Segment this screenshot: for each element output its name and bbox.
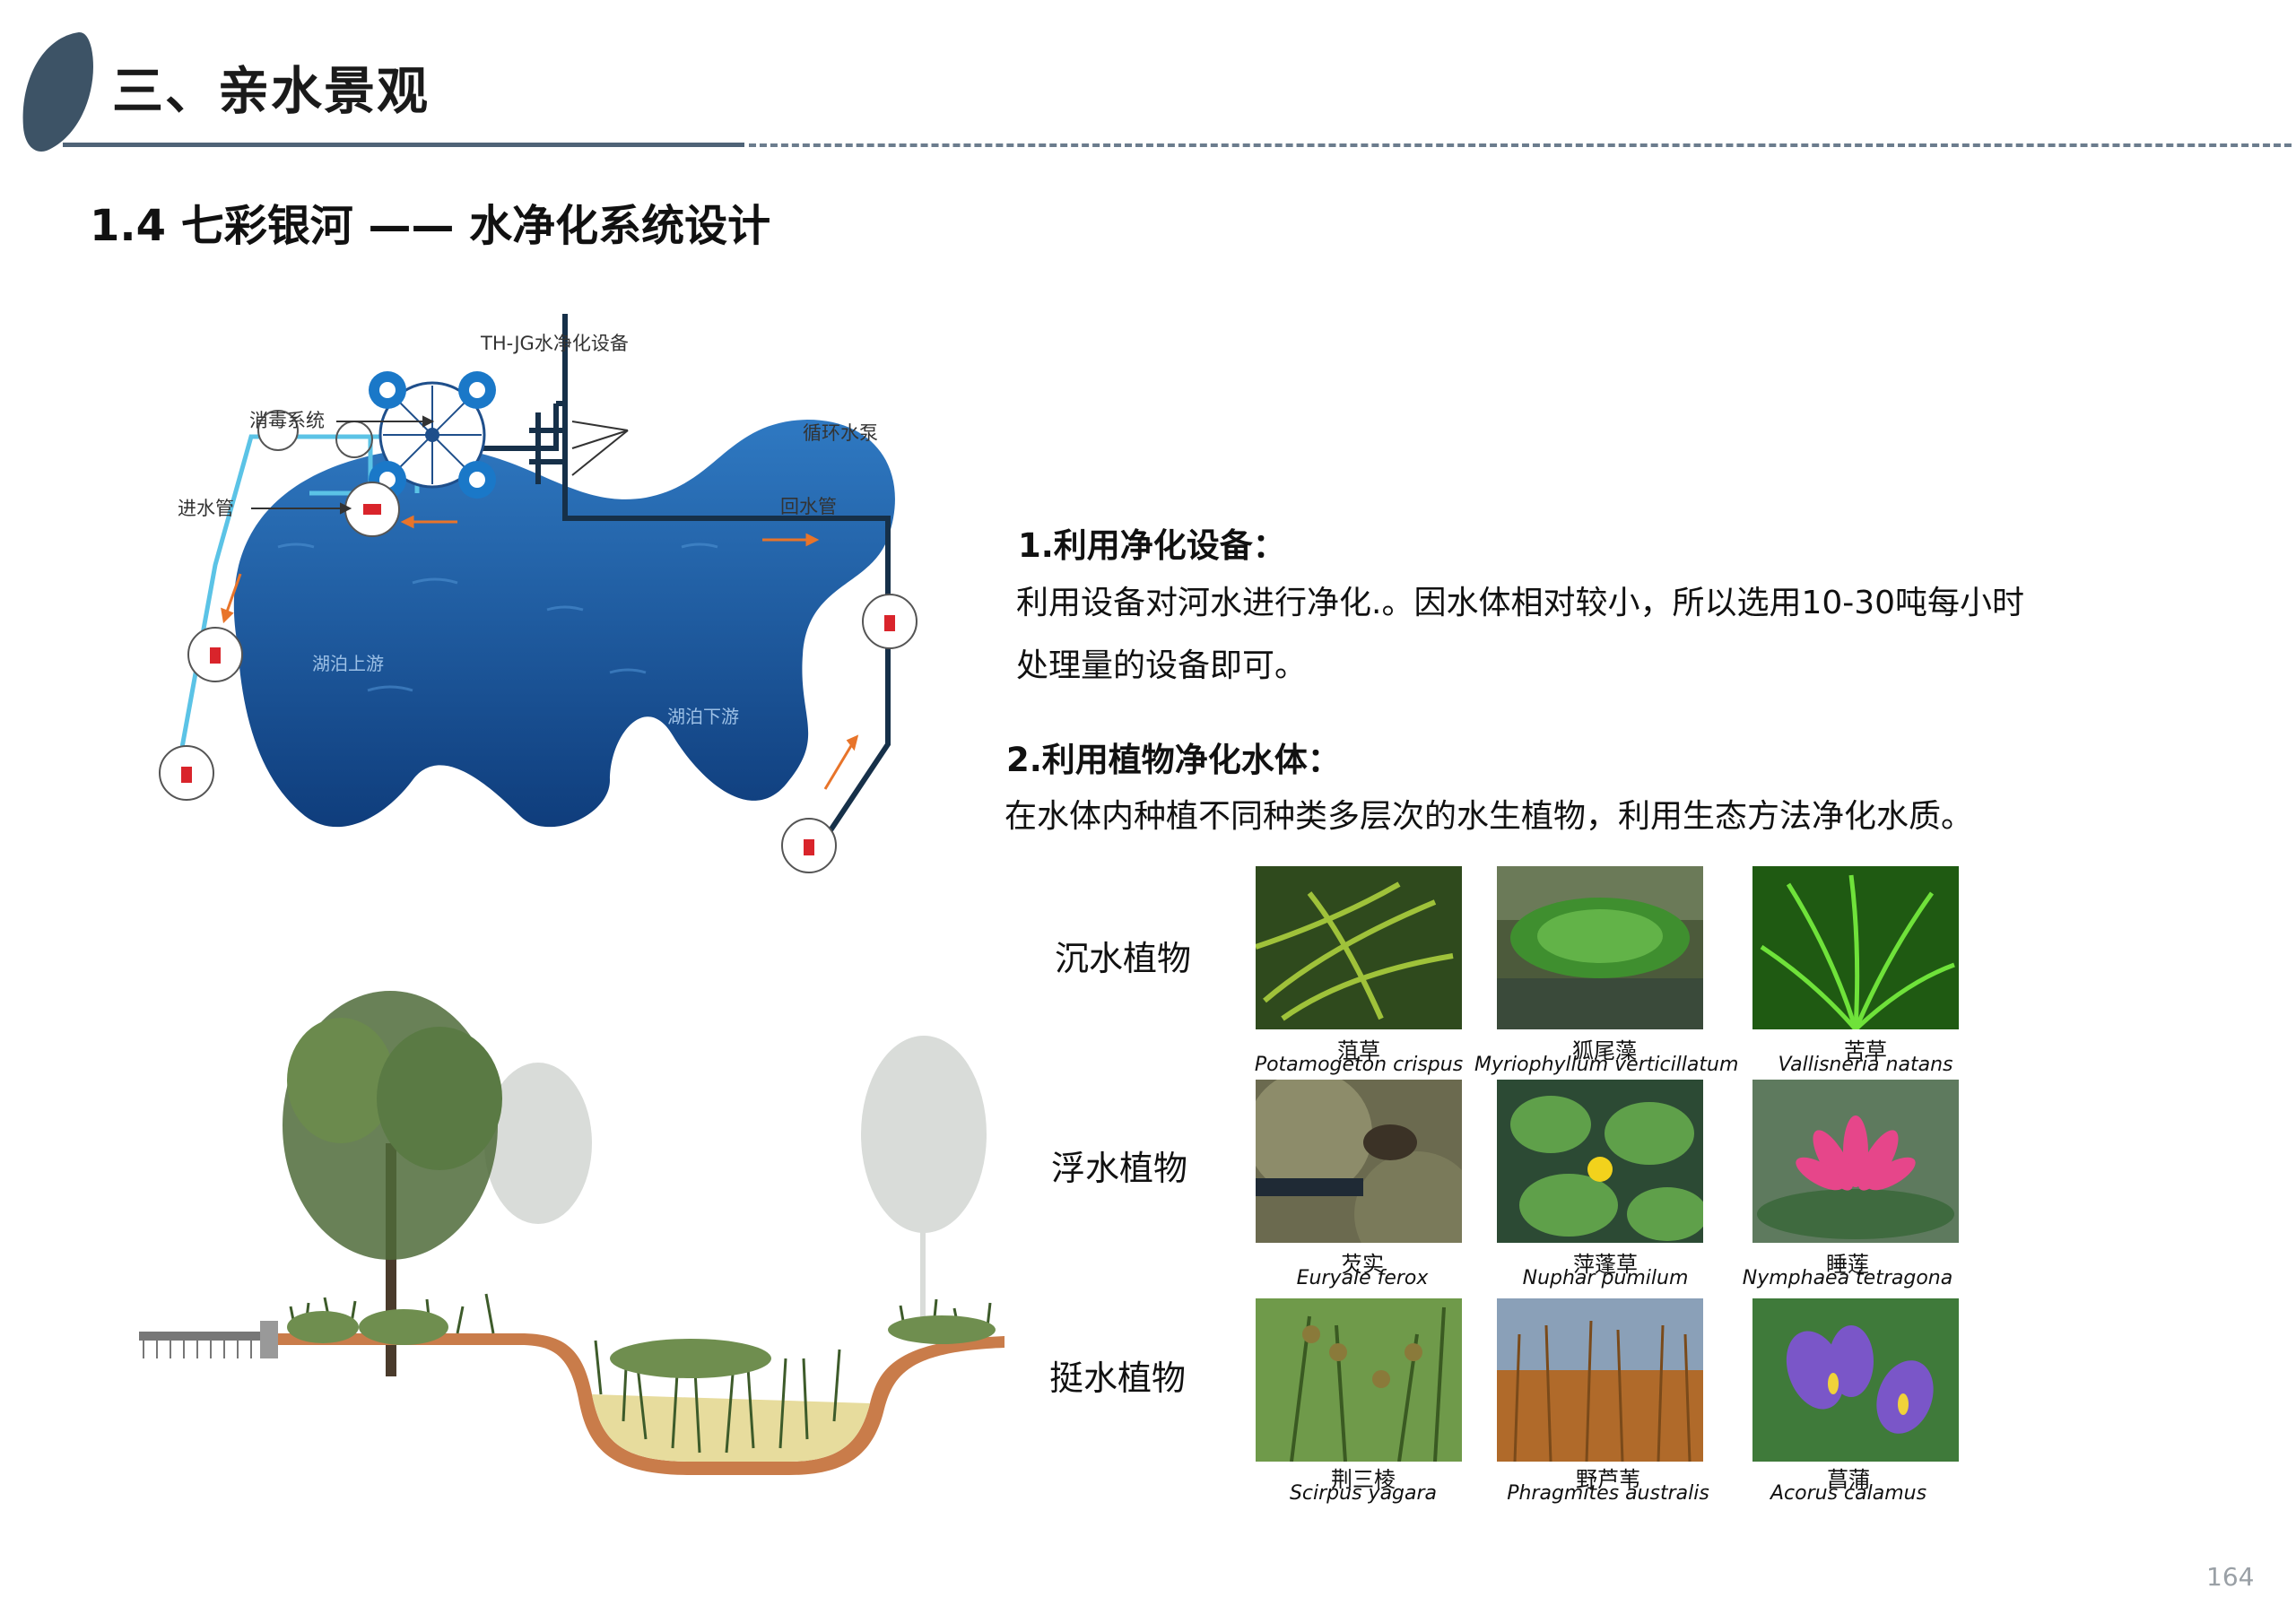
disinfection-label: 消毒系统 — [249, 410, 325, 431]
plant-latin-name: Myriophyllum verticillatum — [1474, 1054, 1739, 1076]
plant-photo — [1752, 1080, 1959, 1243]
plant-name: 菖蒲 — [1827, 1467, 1870, 1492]
plant-latin-name: Nymphaea tetragona — [1742, 1267, 1953, 1289]
plant-latin-name: Vallisneria natans — [1778, 1054, 1953, 1076]
plant-group-label: 沉水植物 — [1055, 939, 1192, 978]
purifier-unit — [369, 371, 496, 499]
plant-photo — [1752, 1298, 1959, 1462]
inlet-label: 进水管 — [178, 498, 234, 519]
header-divider-dashed — [749, 143, 2292, 147]
purification-diagram: 湖泊上游 湖泊下游 — [159, 314, 918, 873]
section-subtitle: 1.4 七彩银河 —— 水净化系统设计 — [90, 201, 771, 251]
plant-latin-name: Euryale ferox — [1296, 1267, 1429, 1289]
page-title: 三、亲水景观 — [112, 62, 430, 121]
plant-name: 苦草 — [1844, 1038, 1887, 1063]
plant-photo — [1497, 1298, 1703, 1462]
plant-group-label: 挺水植物 — [1049, 1358, 1187, 1398]
plant-latin-name: Acorus calamus — [1770, 1482, 1927, 1505]
plant-name: 菹草 — [1337, 1038, 1380, 1063]
plant-group-label: 浮水植物 — [1051, 1149, 1188, 1188]
section2-text: 在水体内种植不同种类多层次的水生植物，利用生态方法净化水质。 — [1004, 798, 1974, 835]
plant-photo — [1497, 866, 1703, 1029]
plant-name: 芡实 — [1341, 1252, 1384, 1277]
return-label: 回水管 — [780, 496, 837, 517]
lake-upstream-label: 湖泊上游 — [312, 653, 384, 674]
page-number: 164 — [2206, 1562, 2255, 1592]
plant-name: 萍蓬草 — [1573, 1252, 1638, 1277]
plant-name: 狐尾藻 — [1572, 1038, 1637, 1063]
pump-label: 循环水泵 — [803, 422, 878, 444]
plant-photo — [1497, 1080, 1703, 1243]
plant-photo — [1256, 866, 1462, 1029]
wetland-section-image — [139, 991, 1004, 1475]
lake-shape — [233, 420, 895, 828]
plant-name: 睡莲 — [1826, 1252, 1869, 1277]
section1-heading: 1.利用净化设备： — [1018, 526, 1286, 565]
plant-latin-name: Nuphar pumilum — [1522, 1267, 1689, 1289]
section2-heading: 2.利用植物净化水体： — [1006, 741, 1341, 779]
plant-name: 荆三棱 — [1331, 1467, 1396, 1492]
header-divider — [63, 143, 744, 147]
plant-latin-name: Potamogeton crispus — [1254, 1054, 1464, 1076]
header-leaf-icon — [22, 32, 93, 152]
plant-name: 野芦苇 — [1576, 1467, 1640, 1492]
plant-photo — [1256, 1080, 1462, 1243]
plant-photo — [1752, 866, 1959, 1029]
plant-latin-name: Scirpus yagara — [1289, 1482, 1438, 1505]
section1-text: 利用设备对河水进行净化.。因水体相对较小，所以选用10-30吨每小时处理量的设备… — [1016, 585, 2025, 684]
equipment-label: TH-JG水净化设备 — [480, 333, 629, 354]
plant-photo — [1256, 1298, 1462, 1462]
lake-downstream-label: 湖泊下游 — [667, 706, 739, 727]
plant-latin-name: Phragmites australis — [1507, 1482, 1709, 1505]
